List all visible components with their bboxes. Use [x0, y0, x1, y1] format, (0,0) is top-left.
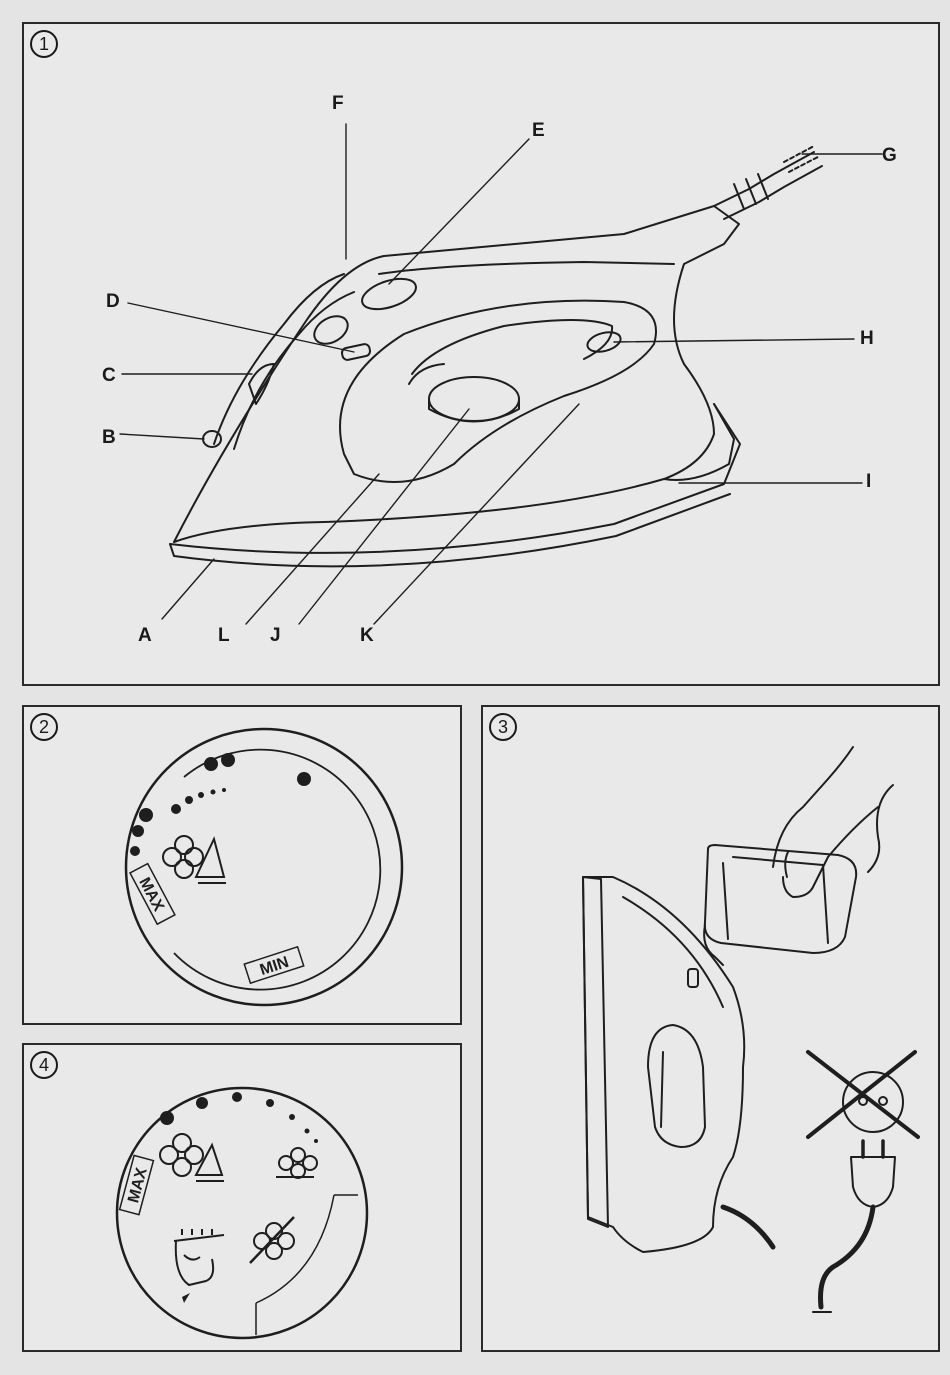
label-b: B — [102, 428, 116, 447]
filling-panel: 3 — [481, 705, 940, 1352]
iron-drawing — [24, 24, 940, 686]
medium-steam-icon — [276, 1148, 317, 1178]
label-g: G — [882, 146, 897, 165]
temperature-dial: MAX MIN — [24, 707, 462, 1025]
label-f: F — [332, 94, 344, 113]
max-steam-icon — [160, 1134, 224, 1181]
label-j: J — [270, 626, 281, 645]
steam-dial-panel: 4 — [22, 1043, 462, 1352]
self-clean-icon — [174, 1229, 224, 1285]
label-a: A — [138, 626, 152, 645]
iron-parts-panel: 1 — [22, 22, 940, 686]
label-h: H — [860, 329, 874, 348]
label-e: E — [532, 121, 545, 140]
label-l: L — [218, 626, 230, 645]
filling-illustration — [483, 707, 940, 1352]
label-k: K — [360, 626, 374, 645]
temperature-dial-panel: 2 MAX — [22, 705, 462, 1025]
label-d: D — [106, 292, 120, 311]
no-steam-icon — [250, 1217, 294, 1263]
label-i: I — [866, 472, 871, 491]
steam-dial: MAX — [24, 1045, 462, 1352]
label-c: C — [102, 366, 116, 385]
pointer-triangle-icon — [182, 1293, 190, 1303]
steam-icon — [163, 836, 226, 883]
